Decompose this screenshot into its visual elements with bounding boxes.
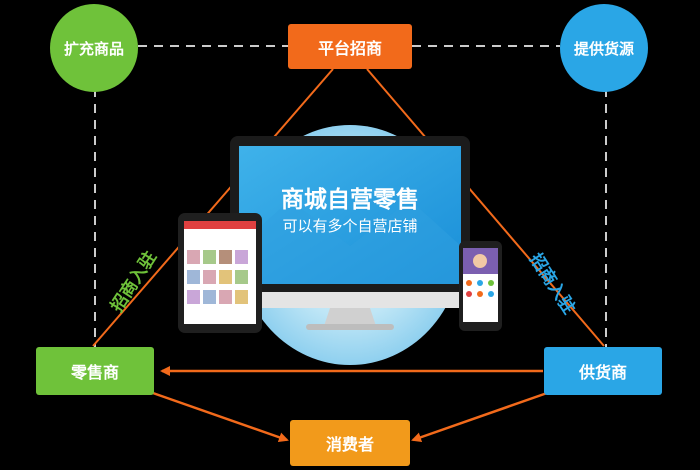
node-consumer-label: 消费者: [325, 435, 374, 454]
node-supply-source: 提供货源: [560, 4, 648, 92]
arrow-supplier-to-consumer: [411, 390, 551, 443]
tablet-illustration: [178, 213, 262, 333]
node-expand-goods-label: 扩充商品: [63, 39, 124, 58]
node-expand-goods: 扩充商品: [50, 4, 138, 92]
dashed-connectors: [94, 45, 607, 347]
phone-illustration: [459, 241, 502, 331]
node-retailer: 零售商: [36, 347, 154, 395]
screen-subtitle: 可以有多个自营店铺: [282, 217, 418, 235]
node-supply-source-label: 提供货源: [573, 39, 634, 58]
flow-arrows: [149, 366, 551, 443]
node-retailer-label: 零售商: [70, 363, 119, 382]
arrow-retailer-to-consumer: [149, 390, 289, 443]
node-consumer: 消费者: [290, 420, 410, 466]
line-platform-to-supplier: [366, 68, 605, 347]
monitor-illustration: [230, 136, 470, 330]
node-supplier: 供货商: [544, 347, 662, 395]
line-platform-to-retailer: [92, 68, 334, 347]
screen-title: 商城自营零售: [281, 187, 419, 213]
node-platform-recruit: 平台招商: [288, 24, 412, 69]
node-platform-recruit-label: 平台招商: [317, 38, 382, 58]
node-supplier-label: 供货商: [578, 363, 627, 382]
platform-lines: [92, 68, 605, 347]
